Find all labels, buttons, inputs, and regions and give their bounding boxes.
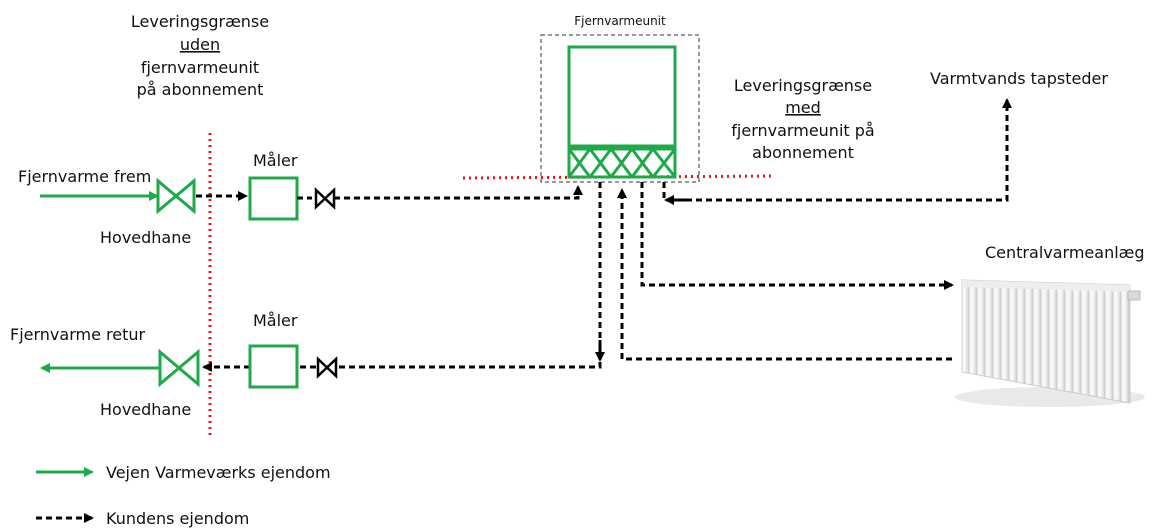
central-heating-label: Centralvarmeanlæg bbox=[985, 243, 1145, 262]
supply-customer-pipe-3 bbox=[334, 185, 583, 200]
central-heating-flow-pipe bbox=[640, 182, 954, 290]
central-heating-return-pipe bbox=[617, 188, 952, 361]
heat-exchanger-icon bbox=[567, 147, 677, 179]
unit-title: Fjernvarmeunit bbox=[574, 14, 666, 28]
boundary-with-unit-line2: med bbox=[785, 98, 821, 117]
boundary-without-unit-line1: Leveringsgrænse bbox=[131, 12, 269, 31]
valve-icon bbox=[314, 187, 336, 210]
return-label: Fjernvarme retur bbox=[10, 325, 146, 344]
main-valve-label-top: Hovedhane bbox=[100, 228, 191, 247]
meter-label-top: Måler bbox=[253, 151, 298, 170]
meter-icon bbox=[248, 176, 299, 221]
boundary-with-unit-line4: abonnement bbox=[752, 143, 854, 162]
valve-icon bbox=[158, 348, 200, 388]
boundary-without-unit-line3: fjernvarmeunit bbox=[141, 58, 259, 77]
boundary-without-unit-line2: uden bbox=[180, 35, 220, 54]
meter-label-bottom: Måler bbox=[253, 311, 298, 330]
hot-water-label: Varmtvands tapsteder bbox=[930, 69, 1108, 88]
legend-utility-label: Vejen Varmeværks ejendom bbox=[106, 463, 331, 482]
meter-icon bbox=[248, 344, 299, 389]
main-valve-label-bottom: Hovedhane bbox=[100, 400, 191, 419]
supply-label: Fjernvarme frem bbox=[18, 167, 151, 186]
unit-frame bbox=[540, 34, 700, 183]
hot-water-pipe bbox=[662, 98, 1012, 202]
unit-tank bbox=[567, 45, 677, 148]
radiator-icon bbox=[955, 279, 1145, 407]
boundary-with-unit-line1: Leveringsgrænse bbox=[734, 76, 872, 95]
return-customer-pipe-3 bbox=[336, 182, 602, 369]
valve-icon bbox=[316, 356, 338, 379]
legend-customer-label: Kundens ejendom bbox=[106, 509, 249, 528]
boundary-without-unit-line4: på abonnement bbox=[137, 80, 264, 99]
boundary-with-unit-line3: fjernvarmeunit på bbox=[731, 121, 874, 140]
valve-icon bbox=[156, 177, 196, 215]
